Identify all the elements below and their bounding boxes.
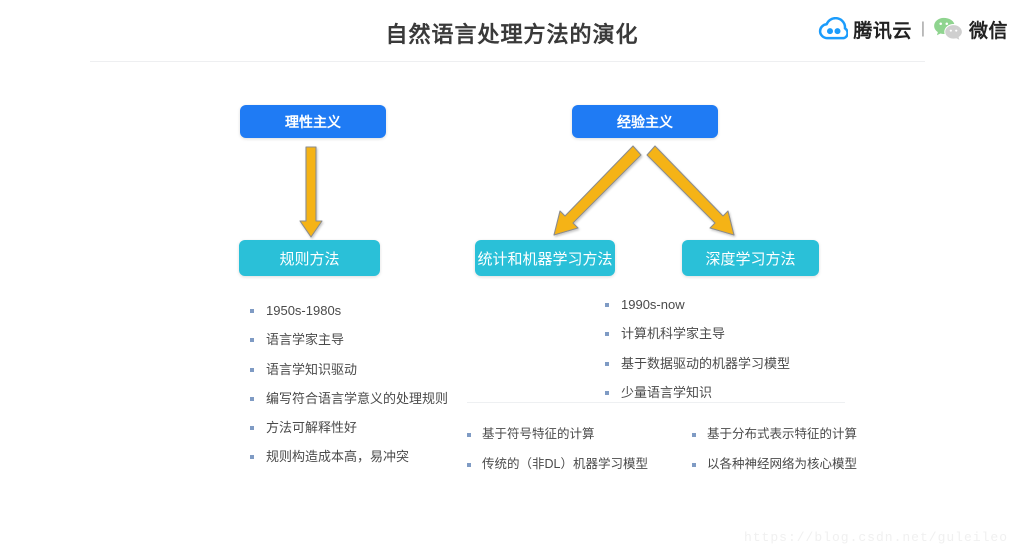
list-item: 编写符合语言学意义的处理规则 <box>250 391 448 407</box>
list-item: 方法可解释性好 <box>250 420 448 436</box>
list-item: 传统的（非DL）机器学习模型 <box>467 457 648 473</box>
arrow-rationalism-to-rule-method <box>299 146 323 238</box>
list-item-label: 语言学知识驱动 <box>266 361 358 377</box>
brand-logos: 腾讯云 | 微信 <box>818 14 1008 44</box>
list-item: 1950s-1980s <box>250 303 448 319</box>
source-watermark: https://blog.csdn.net/guleileo <box>743 530 1008 545</box>
node-rule-method[interactable]: 规则方法 <box>239 240 380 276</box>
list-item: 基于数据驱动的机器学习模型 <box>605 356 790 372</box>
list-item-label: 语言学家主导 <box>266 332 345 348</box>
bullet-square-icon <box>467 462 471 467</box>
sub-divider <box>467 402 845 403</box>
bullet-square-icon <box>250 309 254 313</box>
wechat-icon <box>933 16 963 42</box>
bullet-square-icon <box>250 426 254 430</box>
bullet-list-statistical: 基于符号特征的计算传统的（非DL）机器学习模型 <box>467 427 648 486</box>
list-item: 语言学知识驱动 <box>250 362 448 378</box>
node-empiricism[interactable]: 经验主义 <box>572 105 718 138</box>
node-deep-learning-method[interactable]: 深度学习方法 <box>682 240 819 276</box>
page-title: 自然语言处理方法的演化 <box>385 22 639 47</box>
list-item-label: 少量语言学知识 <box>621 384 713 400</box>
bullet-list-deep-learning: 基于分布式表示特征的计算以各种神经网络为核心模型 <box>692 427 857 486</box>
bullet-square-icon <box>692 462 696 467</box>
wechat-label: 微信 <box>968 20 1008 42</box>
list-item-label: 方法可解释性好 <box>266 420 358 435</box>
bullet-square-icon <box>250 338 254 343</box>
list-item: 1990s-now <box>605 297 790 313</box>
node-rationalism[interactable]: 理性主义 <box>240 105 386 138</box>
bullet-square-icon <box>605 390 609 395</box>
list-item-label: 以各种神经网络为核心模型 <box>707 456 858 471</box>
list-item-label: 基于分布式表示特征的计算 <box>707 427 858 441</box>
bullet-square-icon <box>605 332 609 337</box>
list-item: 规则构造成本高，易冲突 <box>250 449 448 465</box>
bullet-square-icon <box>467 433 471 437</box>
tencent-cloud-icon <box>818 16 850 41</box>
list-item-label: 编写符合语言学意义的处理规则 <box>266 390 449 406</box>
list-item: 基于分布式表示特征的计算 <box>692 427 857 443</box>
bullet-square-icon <box>250 396 254 401</box>
node-statistical-ml-method[interactable]: 统计和机器学习方法 <box>475 240 615 276</box>
list-item: 以各种神经网络为核心模型 <box>692 457 857 473</box>
list-item: 计算机科学家主导 <box>605 326 790 342</box>
bullet-square-icon <box>605 361 609 366</box>
arrow-empiricism-to-deep-learning <box>646 145 735 236</box>
list-item-label: 计算机科学家主导 <box>621 326 726 342</box>
list-item: 语言学家主导 <box>250 332 448 348</box>
slide-header: 自然语言处理方法的演化 腾讯云 | <box>0 0 1024 62</box>
list-item-label: 规则构造成本高，易冲突 <box>266 449 410 465</box>
list-item-label: 1990s-now <box>621 297 685 312</box>
bullet-square-icon <box>250 455 254 460</box>
bullet-square-icon <box>250 367 254 372</box>
header-divider <box>90 61 925 62</box>
list-item-label: 传统的（非DL）机器学习模型 <box>482 456 648 471</box>
bullet-square-icon <box>605 303 609 307</box>
list-item-label: 基于数据驱动的机器学习模型 <box>621 355 791 371</box>
bullet-list-rule-method: 1950s-1980s 语言学家主导语言学知识驱动编写符合语言学意义的处理规则方法… <box>250 303 448 466</box>
list-item-label: 1950s-1980s <box>266 303 342 318</box>
arrow-empiricism-to-statistical <box>553 145 642 236</box>
brand-separator: | <box>920 20 925 37</box>
list-item-label: 基于符号特征的计算 <box>482 427 595 441</box>
list-item: 基于符号特征的计算 <box>467 427 648 443</box>
bullet-list-empirical: 1990s-now 计算机科学家主导基于数据驱动的机器学习模型少量语言学知识 <box>605 297 790 401</box>
list-item: 少量语言学知识 <box>605 385 790 401</box>
tencent-cloud-label: 腾讯云 <box>853 20 912 42</box>
bullet-square-icon <box>692 433 696 437</box>
